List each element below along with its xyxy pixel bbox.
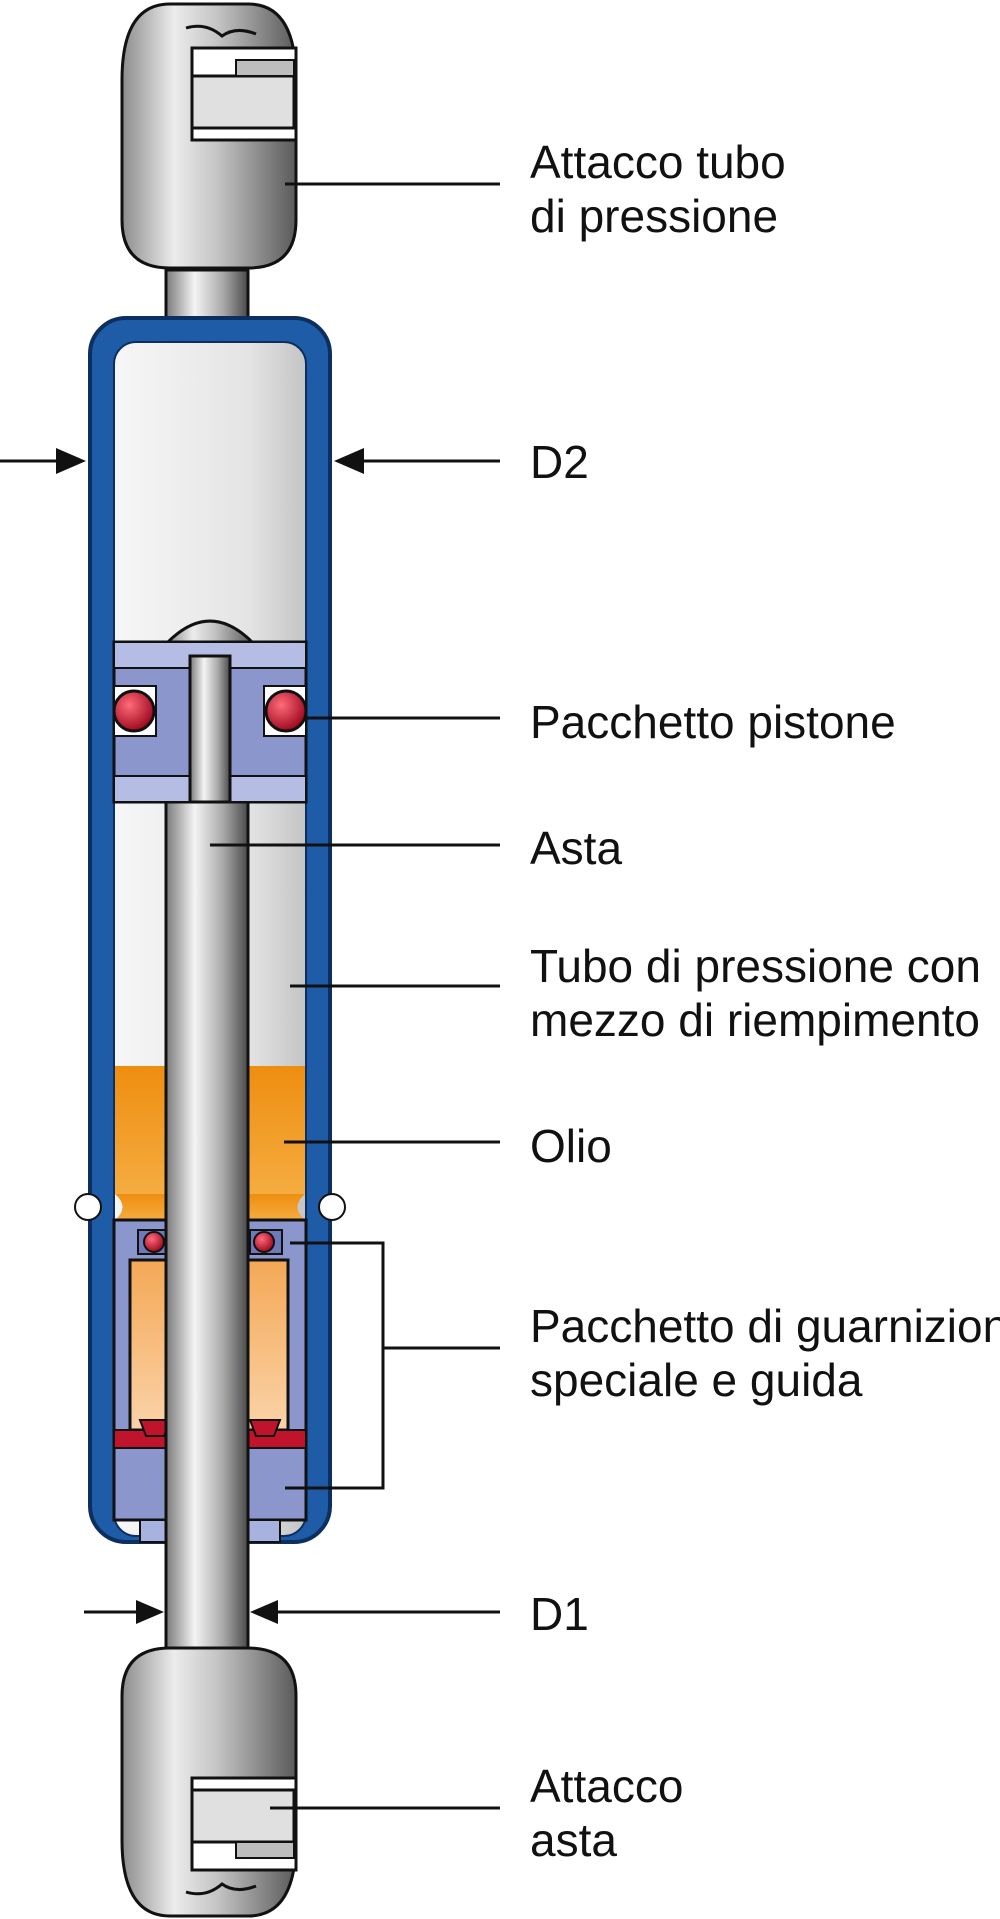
- piston-package: [112, 619, 308, 804]
- label-d2: D2: [530, 436, 589, 488]
- d1-dimension-arrows: [84, 1600, 500, 1624]
- label-rod: Asta: [530, 822, 622, 874]
- label-oil: Olio: [530, 1120, 612, 1172]
- label-pressure-tube-attachment: Attacco tubo di pressione: [530, 136, 799, 242]
- label-rod-attachment: Attacco asta: [530, 1760, 696, 1866]
- label-piston-package: Pacchetto pistone: [530, 696, 896, 748]
- top-end-fitting: [120, 2, 298, 322]
- bottom-end-fitting: [120, 1646, 298, 1918]
- d2-dimension-arrows: [0, 448, 500, 474]
- leader-lines: [210, 182, 500, 1810]
- label-seal-guide-package: Pacchetto di guarnizione speciale e guid…: [530, 1300, 1000, 1406]
- label-pressure-tube-fill: Tubo di pressione con mezzo di riempimen…: [530, 940, 994, 1046]
- piston-rod: [164, 798, 250, 1670]
- label-d1: D1: [530, 1588, 589, 1640]
